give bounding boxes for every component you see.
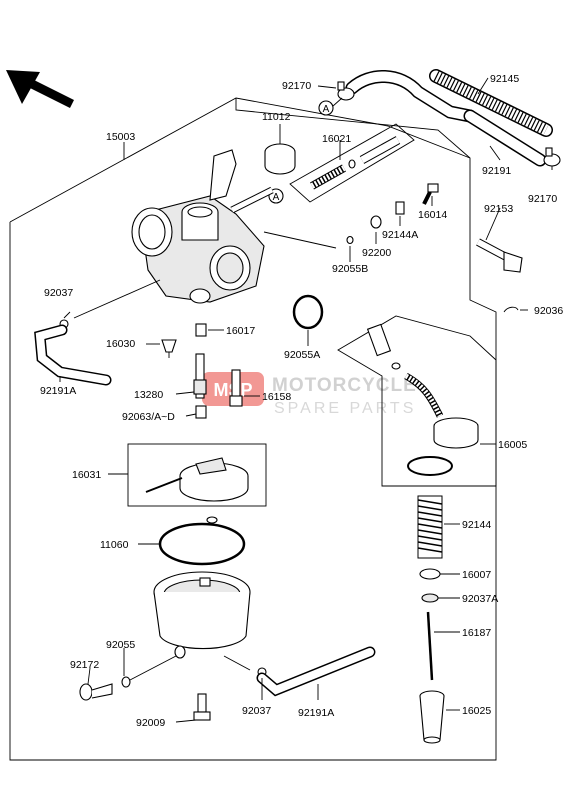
part-92191-hose — [345, 70, 547, 167]
label-92170-right: 92170 — [528, 193, 557, 205]
part-11012-cap — [264, 143, 296, 175]
part-15003-carburetor-body — [131, 149, 274, 304]
label-11012: 11012 — [262, 111, 291, 123]
label-92145: 92145 — [490, 73, 519, 85]
part-float-bowl — [153, 571, 251, 659]
label-92153: 92153 — [484, 203, 513, 215]
label-92037A: 92037A — [462, 593, 498, 605]
frame-16005 — [337, 315, 497, 487]
label-16030: 16030 — [106, 338, 135, 350]
part-16007-retainer — [419, 568, 441, 580]
assembly-outline-inner — [235, 98, 471, 159]
label-16014: 16014 — [418, 209, 447, 221]
label-16025: 16025 — [462, 705, 491, 717]
label-92055B: 92055B — [332, 263, 368, 275]
label-16021: 16021 — [322, 133, 351, 145]
frame-16031 — [127, 443, 267, 507]
label-92063: 92063/A~D — [122, 411, 175, 423]
part-16021-screw-spring — [310, 136, 401, 190]
part-16014-bolt — [422, 183, 439, 205]
label-92170-top: 92170 — [282, 80, 311, 92]
part-92036-clip — [503, 306, 519, 313]
label-92172: 92172 — [70, 659, 99, 671]
part-16017-jet — [195, 323, 207, 337]
part-92144A-spring — [395, 201, 405, 215]
label-13280: 13280 — [134, 389, 163, 401]
part-16031-float — [145, 457, 249, 502]
label-92037-upper: 92037 — [44, 287, 73, 299]
label-16005: 16005 — [498, 439, 527, 451]
part-92191A-hose-lower — [256, 646, 376, 697]
label-16158: 16158 — [262, 391, 291, 403]
part-92172-screw — [79, 683, 113, 701]
part-16025-throttle-valve — [419, 690, 445, 744]
label-16017: 16017 — [226, 325, 255, 337]
part-13280-needle-jet — [193, 353, 207, 399]
part-92037A-clip — [421, 593, 439, 603]
label-92191A-lower: 92191A — [298, 707, 334, 719]
label-92200: 92200 — [362, 247, 391, 259]
part-16030-float-valve — [161, 339, 177, 358]
part-92055-oring — [121, 676, 131, 688]
part-16187-needle — [426, 611, 434, 681]
leader-lines — [59, 77, 553, 723]
direction-arrow-icon — [6, 70, 75, 109]
part-16158-pilot-jet — [229, 369, 243, 407]
assembly-outline — [9, 97, 497, 761]
label-92191: 92191 — [482, 165, 511, 177]
label-11060: 11060 — [100, 539, 129, 551]
part-labels: 92170 92145 15003 11012 16021 92191 9217… — [40, 73, 563, 729]
part-92153-bolt — [476, 238, 523, 273]
part-92170-clamp-right — [543, 147, 561, 167]
label-92144A: 92144A — [382, 229, 418, 241]
part-92055B-oring — [346, 235, 354, 245]
part-92009-screw — [193, 693, 211, 721]
part-92144-spring — [417, 495, 443, 559]
callout-a-top: A — [318, 97, 343, 116]
part-16005-choke-assembly — [366, 323, 479, 476]
label-92144: 92144 — [462, 519, 491, 531]
label-16007: 16007 — [462, 569, 491, 581]
callout-a-mid-text: A — [273, 192, 280, 203]
part-92170-clamp-top — [337, 81, 355, 101]
callout-a-top-text: A — [323, 104, 330, 115]
part-92200-washer — [370, 215, 382, 229]
label-92036: 92036 — [534, 305, 563, 317]
part-11060-gasket — [158, 516, 246, 566]
part-92145-spring-hose — [429, 69, 553, 137]
label-16031: 16031 — [72, 469, 101, 481]
part-92063-main-jet — [195, 405, 207, 419]
label-92055: 92055 — [106, 639, 135, 651]
label-92009: 92009 — [136, 717, 165, 729]
label-16187: 16187 — [462, 627, 491, 639]
part-92055A-oring — [292, 294, 324, 330]
frame-16021 — [289, 123, 415, 203]
watermark-line-1: MOTORCYCLE — [272, 375, 417, 396]
label-92191A-upper: 92191A — [40, 385, 76, 397]
label-92037-lower: 92037 — [242, 705, 271, 717]
label-92055A: 92055A — [284, 349, 320, 361]
part-92191A-hose-upper — [34, 324, 112, 386]
watermark-line-2: SPARE PARTS — [274, 400, 416, 417]
label-15003: 15003 — [106, 131, 135, 143]
